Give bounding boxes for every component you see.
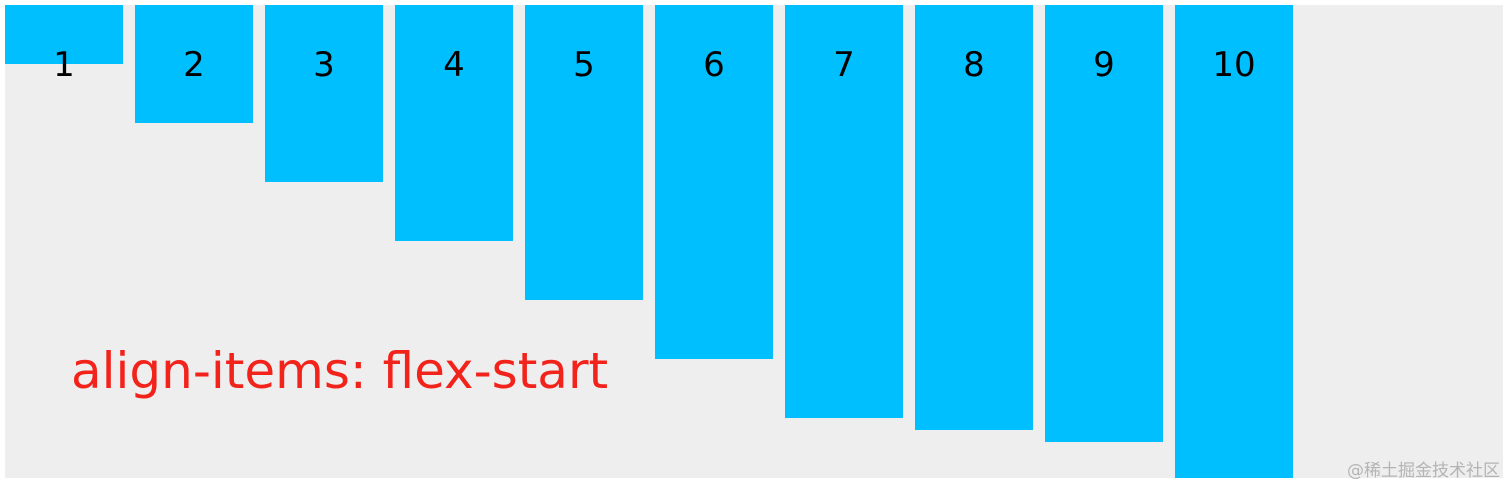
- flex-item-9: 9: [1045, 5, 1163, 442]
- flex-item-6: 6: [655, 5, 773, 359]
- flex-item-1: 1: [5, 5, 123, 85]
- flex-item-10: 10: [1175, 5, 1293, 478]
- flex-item-8: 8: [915, 5, 1033, 430]
- flex-item-4: 4: [395, 5, 513, 241]
- flex-item-8-label: 8: [963, 45, 985, 85]
- flex-item-6-label: 6: [703, 45, 725, 85]
- caption-text: align-items: flex-start: [71, 342, 609, 400]
- flex-item-9-label: 9: [1093, 45, 1115, 85]
- flex-item-5-label: 5: [573, 45, 595, 85]
- flex-item-1-label: 1: [53, 45, 75, 85]
- flex-item-10-label: 10: [1212, 45, 1256, 85]
- flex-item-2-label: 2: [183, 45, 205, 85]
- flex-item-5: 5: [525, 5, 643, 300]
- flex-item-3-label: 3: [313, 45, 335, 85]
- flex-items-row: 1 2 3 4 5 6 7 8 9 10: [5, 5, 1305, 478]
- flex-container: 1 2 3 4 5 6 7 8 9 10 align-items: flex-s…: [5, 5, 1503, 478]
- flex-item-7-label: 7: [833, 45, 855, 85]
- flex-item-2: 2: [135, 5, 253, 123]
- flex-item-4-label: 4: [443, 45, 465, 85]
- watermark-text: @稀土掘金技术社区: [1347, 461, 1500, 481]
- flex-item-7: 7: [785, 5, 903, 418]
- flex-item-3: 3: [265, 5, 383, 182]
